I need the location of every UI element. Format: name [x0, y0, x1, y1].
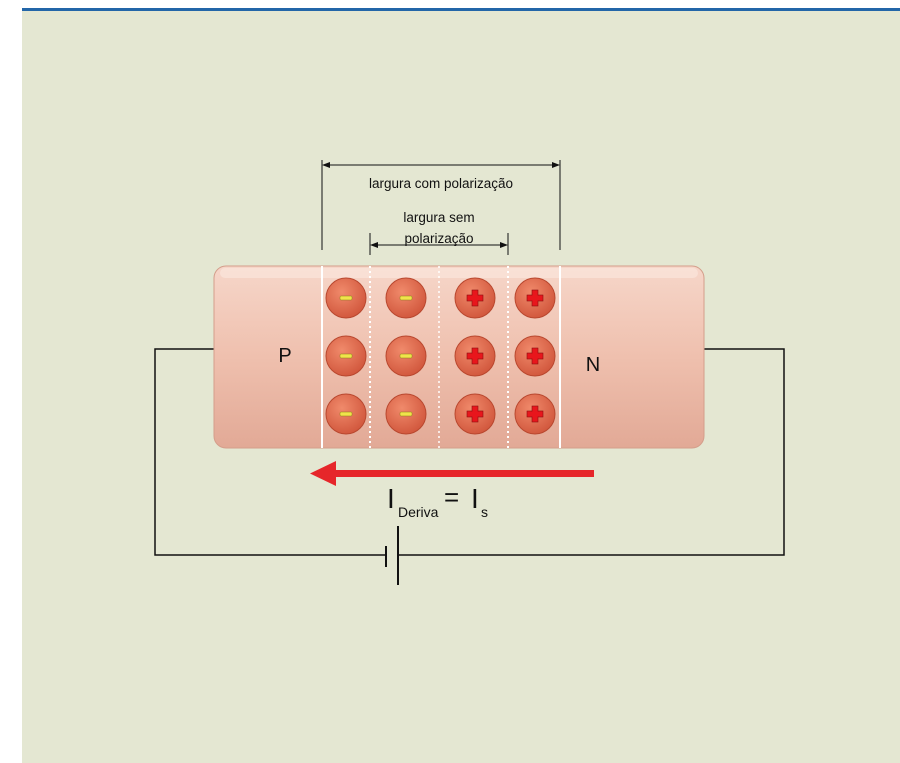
current-subscript-s: s — [481, 504, 488, 520]
minus-icon — [399, 411, 413, 417]
negative-ion — [385, 335, 427, 377]
negative-ion — [385, 277, 427, 319]
dim2-arrow-right — [500, 242, 508, 248]
positive-ion — [514, 335, 556, 377]
negative-ion — [325, 277, 367, 319]
top-accent-bar — [22, 8, 900, 11]
arrow-shaft — [332, 470, 594, 477]
negative-ion — [325, 393, 367, 435]
minus-icon — [339, 411, 353, 417]
minus-icon — [399, 353, 413, 359]
depletion-boundaries — [321, 266, 561, 448]
width-without-bias-dimension — [369, 233, 509, 255]
current-symbol-left: I — [387, 483, 395, 514]
ion-grid — [325, 277, 556, 435]
battery-icon — [385, 526, 399, 585]
current-symbol-right: I — [471, 483, 479, 514]
drift-current-equation: I Deriva = I s — [387, 482, 488, 520]
plus-icon — [526, 405, 544, 423]
positive-ion — [454, 277, 496, 319]
minus-icon — [399, 295, 413, 301]
plus-icon — [526, 347, 544, 365]
width-with-bias-label: largura com polarização — [369, 176, 513, 191]
plus-icon — [466, 347, 484, 365]
negative-ion — [325, 335, 367, 377]
circuit-wires — [154, 348, 785, 556]
equals-sign: = — [444, 482, 459, 512]
left-wire — [154, 348, 386, 556]
positive-ion — [514, 393, 556, 435]
positive-ion — [514, 277, 556, 319]
current-subscript-deriva: Deriva — [398, 504, 439, 520]
minus-icon — [339, 353, 353, 359]
negative-ion — [385, 393, 427, 435]
arrow-head — [310, 461, 336, 486]
plus-icon — [466, 405, 484, 423]
dim2-arrow-left — [370, 242, 378, 248]
width-without-bias-label-line2: polarização — [404, 231, 473, 246]
positive-ion — [454, 393, 496, 435]
n-region-label: N — [586, 354, 600, 376]
width-without-bias-label-line1: largura sem — [403, 210, 474, 225]
p-region-label: P — [278, 345, 291, 367]
dim-arrow-left — [322, 162, 330, 168]
positive-ion — [454, 335, 496, 377]
right-wire — [398, 348, 785, 556]
bar-highlight — [220, 268, 698, 278]
drift-current-arrow — [310, 461, 594, 486]
minus-icon — [339, 295, 353, 301]
dim-arrow-right — [552, 162, 560, 168]
plus-icon — [466, 289, 484, 307]
plus-icon — [526, 289, 544, 307]
width-with-bias-dimension — [321, 160, 561, 250]
